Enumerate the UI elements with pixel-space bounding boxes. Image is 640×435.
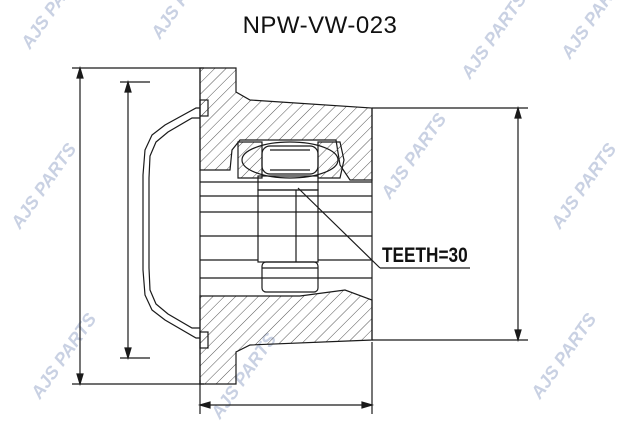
dimension-overall-height	[72, 65, 204, 387]
spline-bore	[200, 181, 372, 279]
retaining-ring	[237, 141, 345, 179]
joint-body-section	[199, 67, 373, 385]
dimension-overall-length	[197, 342, 375, 414]
drive-shaft-stub	[257, 175, 319, 293]
dimension-right-height	[372, 105, 528, 343]
dimension-inner-height	[120, 79, 150, 361]
teeth-count-label: TEETH=30	[382, 244, 468, 267]
joint-housing-cup	[142, 107, 200, 339]
teeth-leader-line	[297, 187, 470, 269]
part-number-title: NPW-VW-023	[242, 12, 398, 39]
